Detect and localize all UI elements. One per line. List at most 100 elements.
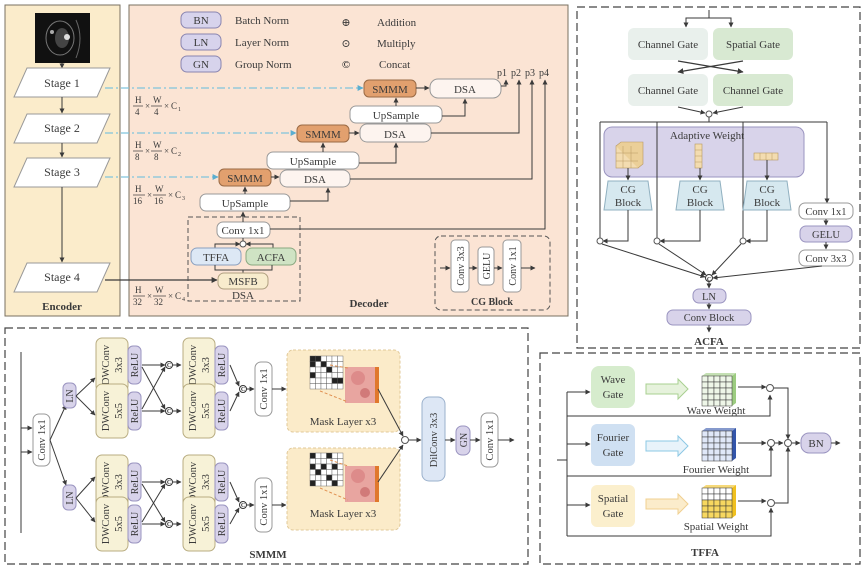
smmm-block-3: SMMM <box>218 168 272 187</box>
dim-label-2: H 8 × W 8 × C 2 <box>133 140 181 162</box>
svg-text:DWConv: DWConv <box>101 503 112 544</box>
tffa-panel: Wave Gate Fourier Gate Spatial Gate Wave… <box>539 352 861 565</box>
concat-icon: © <box>342 59 350 71</box>
spatial-weight-icon <box>701 485 736 519</box>
fourier-weight-label: Fourier Weight <box>683 464 749 476</box>
mask-layer-top: Mask Layer x3 <box>286 349 401 433</box>
svg-text:W: W <box>153 95 162 105</box>
concat-icon: C <box>239 385 247 393</box>
svg-text:Block: Block <box>754 197 781 209</box>
fourier-weight-icon <box>701 428 736 462</box>
svg-text:CG Block: CG Block <box>471 297 513 308</box>
multiply-icon <box>767 439 775 447</box>
svg-text:Mask Layer x3: Mask Layer x3 <box>310 508 377 520</box>
svg-text:GN: GN <box>459 433 470 447</box>
svg-text:DilConv 3x3: DilConv 3x3 <box>429 413 440 468</box>
svg-text:Conv 1x1: Conv 1x1 <box>508 246 519 285</box>
addition-icon <box>401 436 409 444</box>
svg-text:ReLU: ReLU <box>130 352 141 377</box>
concat-icon: C <box>165 361 173 369</box>
tffa-bn: BN <box>800 432 832 454</box>
norm-legend: BN Batch Norm LN Layer Norm GN Group Nor… <box>180 11 292 73</box>
spatial-weight-label: Spatial Weight <box>684 521 749 533</box>
svg-text:LN: LN <box>65 389 76 402</box>
cg-block-1: CG Block <box>603 180 653 211</box>
smmm-title: SMMM <box>249 549 287 561</box>
svg-text:H: H <box>135 184 142 194</box>
dilconv-block: DilConv 3x3 <box>421 396 446 482</box>
svg-text:UpSample: UpSample <box>373 110 420 122</box>
svg-text:32: 32 <box>133 297 142 307</box>
output-labels: p1 p2 p3 p4 <box>497 68 549 79</box>
mask-layer-bottom: Mask Layer x3 <box>286 447 401 531</box>
spatial-arrow-icon <box>645 492 689 516</box>
smmm-ln-bottom: LN <box>62 484 77 511</box>
svg-text:C: C <box>167 363 171 369</box>
svg-text:Block: Block <box>687 197 714 209</box>
svg-text:ReLU: ReLU <box>130 398 141 423</box>
stage-1: Stage 1 <box>13 67 111 98</box>
acfa-panel: Channel Gate Spatial Gate Channel Gate C… <box>576 6 861 349</box>
svg-text:C: C <box>167 522 171 528</box>
cg-block-legend: Conv 3x3 GELU Conv 1x1 CG Block <box>434 235 551 311</box>
smmm-cross-wires <box>141 362 255 527</box>
smmm-conv1x1-bottom: Conv 1x1 <box>254 477 273 533</box>
addition-icon <box>239 240 247 248</box>
relu-block: ReLU <box>127 504 142 544</box>
svg-text:SMMM: SMMM <box>305 129 341 141</box>
svg-text:Spatial: Spatial <box>598 493 629 505</box>
svg-text:5x5: 5x5 <box>201 516 212 532</box>
concat-icon: C <box>165 407 173 415</box>
input-ct-image <box>35 13 90 63</box>
cube-weight-icon <box>615 141 644 169</box>
svg-text:Conv 3x3: Conv 3x3 <box>805 254 846 265</box>
svg-text:C: C <box>241 503 245 509</box>
relu-block: ReLU <box>214 391 229 431</box>
decoder-panel: BN Batch Norm LN Layer Norm GN Group Nor… <box>105 4 569 317</box>
decoder-title: Decoder <box>349 298 388 310</box>
wave-arrow-icon <box>645 377 689 401</box>
svg-text:GELU: GELU <box>812 230 840 241</box>
smmm-block-2: SMMM <box>296 124 350 143</box>
concat-icon: C <box>165 520 173 528</box>
svg-text:ReLU: ReLU <box>217 469 228 494</box>
smmm-conv1x1-input: Conv 1x1 <box>32 413 51 467</box>
svg-text:Conv 3x3: Conv 3x3 <box>456 246 467 285</box>
svg-text:1: 1 <box>178 107 181 113</box>
addition-icon <box>705 110 713 118</box>
addition-icon <box>784 439 792 447</box>
legend-bn-label: Batch Norm <box>235 15 290 27</box>
svg-text:Conv 1x1: Conv 1x1 <box>485 419 496 460</box>
mask-grid-icon <box>309 355 344 390</box>
upsample-block-3: UpSample <box>199 193 291 212</box>
svg-text:DWConv: DWConv <box>188 503 199 544</box>
stage-3: Stage 3 <box>13 157 111 188</box>
svg-text:Mask Layer x3: Mask Layer x3 <box>310 416 377 428</box>
channel-gate-2: Channel Gate <box>628 74 708 106</box>
lesion-image <box>345 466 379 502</box>
encoder-title: Encoder <box>42 301 82 313</box>
encoder-panel: Stage 1 Stage 2 Stage 3 Stage 4 Encoder <box>4 4 121 317</box>
output-p4: p4 <box>539 68 549 79</box>
svg-text:×: × <box>147 190 152 200</box>
tffa-block: TFFA <box>190 247 242 266</box>
svg-text:×: × <box>168 291 173 301</box>
stage-2: Stage 2 <box>13 113 111 144</box>
svg-text:8: 8 <box>154 152 159 162</box>
svg-text:C: C <box>171 146 177 156</box>
legend-ln-label: Layer Norm <box>235 37 290 49</box>
legend-gn-label: Group Norm <box>235 59 292 71</box>
svg-text:Gate: Gate <box>603 447 624 459</box>
svg-text:W: W <box>153 140 162 150</box>
multiply-icon: ⊙ <box>341 38 350 50</box>
svg-text:C: C <box>167 480 171 486</box>
legend-gn-abbr: GN <box>193 59 209 71</box>
relu-block: ReLU <box>214 345 229 385</box>
smmm-conv1x1-top: Conv 1x1 <box>254 361 273 417</box>
svg-text:5x5: 5x5 <box>114 516 125 532</box>
relu-block: ReLU <box>127 391 142 431</box>
svg-text:MSFB: MSFB <box>228 276 257 288</box>
